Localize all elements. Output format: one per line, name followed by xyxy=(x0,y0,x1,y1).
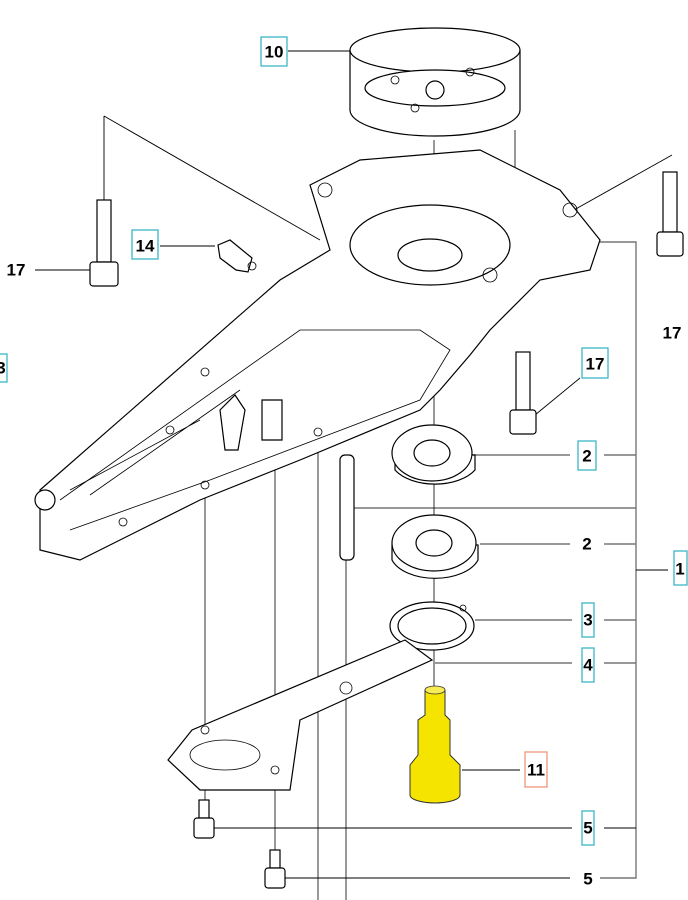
callout-number: 1 xyxy=(675,560,684,579)
callout-number: 4 xyxy=(583,656,593,675)
grease-nipple-part xyxy=(217,239,257,273)
screws-17 xyxy=(89,171,684,435)
callout-2-boxed[interactable]: 2 xyxy=(577,440,597,471)
callout-10[interactable]: 10 xyxy=(260,36,288,67)
callout-number: 10 xyxy=(265,43,284,62)
callout-number: 11 xyxy=(527,761,545,780)
callout-number: 17 xyxy=(586,355,605,374)
callout-5-boxed[interactable]: 5 xyxy=(581,810,595,846)
bearings-2 xyxy=(391,424,479,579)
callout-14[interactable]: 14 xyxy=(131,229,159,260)
callout-number: 3 xyxy=(0,359,6,378)
drum-part xyxy=(349,27,521,137)
callout-number: 2 xyxy=(582,535,591,554)
dowel-pin-part xyxy=(339,454,355,561)
callout-3-edge[interactable]: 3 xyxy=(0,353,8,383)
shaft-part-highlighted xyxy=(409,685,461,804)
leader-lines xyxy=(35,50,673,900)
callout-5-plain[interactable]: 5 xyxy=(583,870,592,889)
callout-number: 17 xyxy=(663,324,682,343)
callout-2-plain[interactable]: 2 xyxy=(582,535,591,554)
screws-5 xyxy=(193,799,286,889)
housing-arm-part xyxy=(34,149,601,561)
callout-11[interactable]: 11 xyxy=(524,751,548,788)
callout-number: 14 xyxy=(136,237,155,256)
callout-number: 5 xyxy=(583,870,592,889)
callout-3[interactable]: 3 xyxy=(581,602,595,638)
callout-17-left[interactable]: 17 xyxy=(7,261,26,280)
retaining-ring-part xyxy=(389,601,475,651)
callout-17-boxed[interactable]: 17 xyxy=(581,347,609,379)
callout-number: 17 xyxy=(7,261,26,280)
callout-number: 5 xyxy=(583,819,592,838)
gasket-plate-part xyxy=(167,639,434,791)
callout-number: 2 xyxy=(582,447,591,466)
callout-4[interactable]: 4 xyxy=(581,647,595,683)
callout-1[interactable]: 1 xyxy=(673,550,688,586)
callout-17-right[interactable]: 17 xyxy=(663,324,682,343)
callout-number: 3 xyxy=(583,611,592,630)
